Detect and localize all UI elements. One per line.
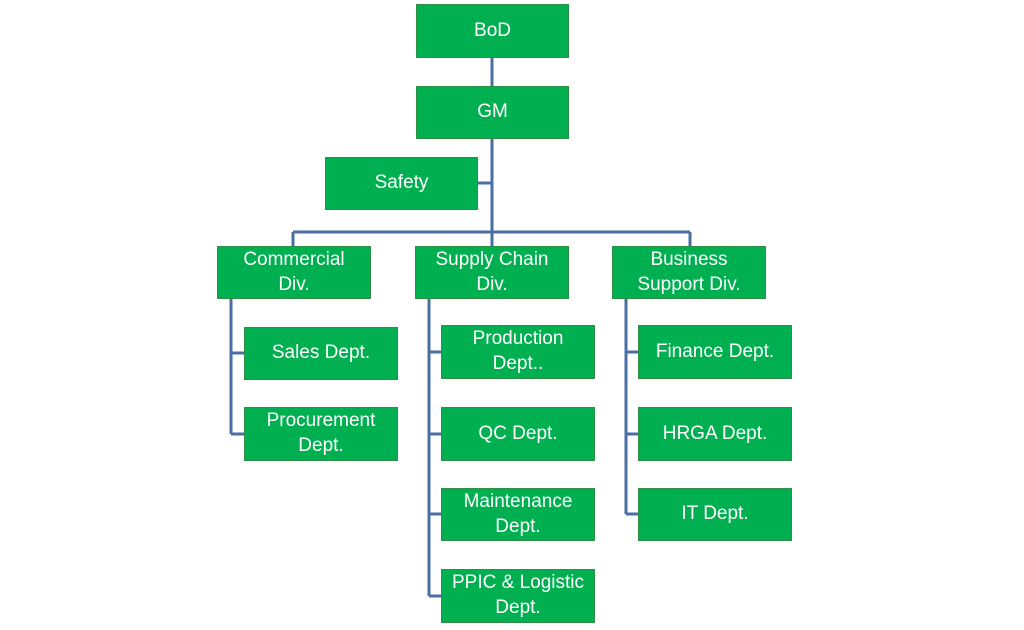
node-label-line-2: Dept. [495, 515, 541, 537]
node-label-line-1: PPIC & Logistic [452, 572, 584, 594]
node-commercial-div: Commercial Div. [217, 246, 371, 299]
node-label-line-2: Support Div. [637, 273, 741, 295]
node-label-line-1: Supply Chain [435, 248, 549, 270]
node-label: Finance Dept. [655, 340, 775, 362]
node-maintenance-dept: Maintenance Dept. [441, 488, 595, 541]
node-label: Safety [374, 172, 429, 194]
node-bod: BoD [416, 4, 569, 58]
node-label-line-2: Div. [278, 273, 310, 295]
node-qc-dept: QC Dept. [441, 407, 595, 461]
node-label-line-1: Procurement [266, 410, 376, 432]
node-label: IT Dept. [681, 503, 749, 525]
node-label-line-1: Maintenance [463, 490, 573, 512]
node-label: HRGA Dept. [662, 422, 768, 444]
node-label-line-2: Dept. [495, 597, 541, 618]
node-supply-chain-div: Supply Chain Div. [415, 246, 569, 299]
node-hrga-dept: HRGA Dept. [638, 407, 792, 461]
node-procurement-dept: Procurement Dept. [244, 407, 398, 461]
node-business-support-div: Business Support Div. [612, 246, 766, 299]
node-ppic-logistic-dept: PPIC & Logistic Dept. [441, 569, 595, 623]
node-label: BoD [474, 19, 511, 41]
node-label: QC Dept. [478, 422, 558, 444]
node-label-line-2: Dept.. [492, 353, 544, 374]
node-label-line-2: Div. [476, 273, 508, 295]
node-production-dept: Production Dept.. [441, 325, 595, 379]
node-sales-dept: Sales Dept. [244, 327, 398, 380]
node-finance-dept: Finance Dept. [638, 325, 792, 379]
node-label-line-1: Production [472, 328, 564, 350]
node-label-line-1: Business [650, 248, 728, 270]
node-it-dept: IT Dept. [638, 488, 792, 541]
node-label: GM [477, 101, 508, 123]
node-label: Sales Dept. [271, 342, 371, 364]
node-label-line-1: Commercial [243, 248, 345, 270]
node-safety: Safety [325, 157, 478, 210]
node-gm: GM [416, 86, 569, 139]
node-label-line-2: Dept. [298, 435, 344, 456]
